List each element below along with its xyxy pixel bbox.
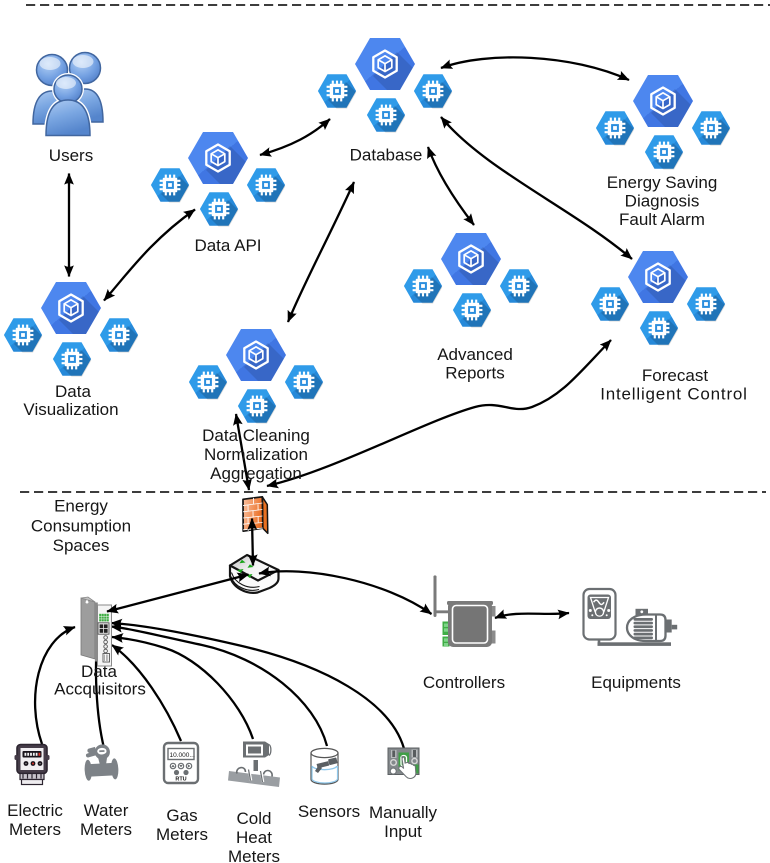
svg-text:Forecast: Forecast — [642, 366, 708, 385]
svg-text:Electric: Electric — [7, 801, 63, 820]
svg-text:Diagnosis: Diagnosis — [625, 192, 700, 211]
svg-text:Normalization: Normalization — [204, 445, 308, 464]
svg-text:Equipments: Equipments — [591, 673, 681, 692]
svg-text:Reports: Reports — [445, 364, 505, 383]
svg-text:Water: Water — [84, 801, 129, 820]
svg-text:Advanced: Advanced — [437, 345, 513, 364]
svg-text:Sensors: Sensors — [298, 802, 360, 821]
svg-text:Gas: Gas — [166, 806, 197, 825]
svg-text:Visualization: Visualization — [23, 400, 118, 419]
svg-text:Controllers: Controllers — [423, 673, 505, 692]
svg-text:Intelligent Control: Intelligent Control — [600, 385, 748, 404]
svg-text:Data: Data — [55, 382, 91, 401]
svg-text:Accquisitors: Accquisitors — [54, 680, 146, 699]
svg-text:Meters: Meters — [9, 820, 61, 839]
svg-text:10.000...: 10.000... — [170, 752, 195, 759]
svg-text:Data: Data — [81, 662, 117, 681]
svg-text:Meters: Meters — [156, 825, 208, 844]
svg-text:Energy: Energy — [54, 497, 108, 516]
svg-text:Data Cleaning: Data Cleaning — [202, 426, 310, 445]
svg-text:Data API: Data API — [194, 236, 261, 255]
svg-text:Energy Saving: Energy Saving — [607, 173, 718, 192]
svg-text:Spaces: Spaces — [53, 536, 110, 555]
svg-text:Users: Users — [49, 146, 93, 165]
svg-text:Database: Database — [350, 146, 423, 165]
svg-text:Consumption: Consumption — [31, 517, 131, 536]
svg-text:Input: Input — [384, 822, 422, 841]
svg-text:Fault Alarm: Fault Alarm — [619, 210, 705, 229]
svg-text:Cold: Cold — [237, 809, 272, 828]
svg-text:Meters: Meters — [228, 847, 280, 863]
svg-text:Aggregation: Aggregation — [210, 464, 302, 483]
svg-text:Heat: Heat — [236, 828, 272, 847]
svg-text:RTU: RTU — [175, 777, 186, 783]
svg-text:Meters: Meters — [80, 820, 132, 839]
svg-text:Manually: Manually — [369, 803, 438, 822]
